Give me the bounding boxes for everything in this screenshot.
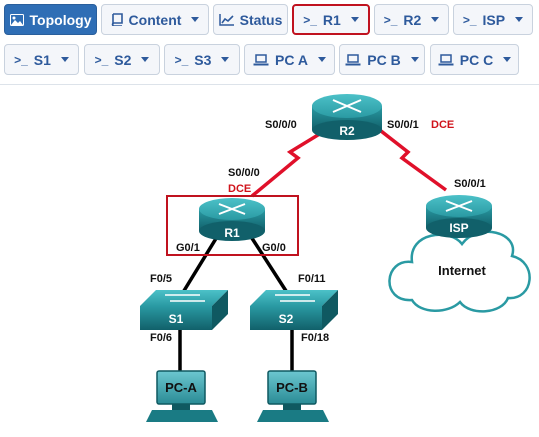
s1-device-label: S1 <box>168 312 184 326</box>
content-dropdown[interactable]: Content <box>101 4 209 35</box>
tab-topology[interactable]: Topology <box>4 4 97 35</box>
chevron-down-icon <box>221 57 230 62</box>
internet-cloud <box>388 230 531 313</box>
r2-dropdown[interactable]: >_ R2 <box>374 4 449 35</box>
switch-s2 <box>250 290 338 330</box>
content-label: Content <box>128 11 182 28</box>
r1-dropdown[interactable]: >_ R1 <box>292 4 370 35</box>
r2-s000-label: S0/0/0 <box>265 119 297 131</box>
book-icon <box>111 13 123 26</box>
status-button[interactable]: Status <box>213 4 288 35</box>
r1-s000-label: S0/0/0 <box>228 167 260 179</box>
serial-link-r2-isp <box>370 122 448 192</box>
pcc-dropdown[interactable]: PC C <box>430 44 519 75</box>
s3-dropdown[interactable]: >_ S3 <box>164 44 240 75</box>
terminal-icon: >_ <box>94 52 109 67</box>
r1-device-label: R1 <box>224 226 240 240</box>
pca-device-label: PC-A <box>165 380 197 395</box>
router-isp <box>426 195 492 238</box>
tab-topology-label: Topology <box>29 11 92 28</box>
laptop-icon <box>345 53 361 66</box>
router-r1 <box>199 198 265 241</box>
pcb-label: PC B <box>367 51 401 68</box>
terminal-icon: >_ <box>383 12 398 27</box>
r1-label: R1 <box>322 11 341 28</box>
r2-label: R2 <box>403 11 422 28</box>
r2-s001-label: S0/0/1 <box>387 119 419 131</box>
s2-device-label: S2 <box>278 312 294 326</box>
isp-s001-label: S0/0/1 <box>454 178 486 190</box>
topology-diagram <box>140 94 531 422</box>
image-icon <box>9 13 24 26</box>
chevron-down-icon <box>141 57 150 62</box>
s1-f05-label: F0/5 <box>150 273 173 285</box>
s1-f06-label: F0/6 <box>150 332 173 344</box>
r1-g00-label: G0/0 <box>262 242 286 254</box>
panel-divider <box>0 84 539 85</box>
pcc-label: PC C <box>459 51 494 68</box>
chevron-down-icon <box>60 57 69 62</box>
r2-dce-label: DCE <box>431 119 455 131</box>
s1-dropdown[interactable]: >_ S1 <box>4 44 79 75</box>
s2-f011-label: F0/11 <box>298 273 326 285</box>
link-r1-s1 <box>180 231 222 295</box>
r1-dce-label: DCE <box>228 183 252 195</box>
serial-link-r1-r2 <box>250 122 337 198</box>
r2-device-label: R2 <box>339 124 355 138</box>
chevron-down-icon <box>503 57 512 62</box>
isp-dropdown[interactable]: >_ ISP <box>453 4 533 35</box>
terminal-icon: >_ <box>174 52 189 67</box>
pca-label: PC A <box>275 51 308 68</box>
pc-a <box>146 370 218 422</box>
isp-label: ISP <box>482 11 506 28</box>
laptop-icon <box>438 53 454 66</box>
pcb-device-label: PC-B <box>276 380 308 395</box>
chevron-down-icon <box>410 57 419 62</box>
s2-f018-label: F0/18 <box>301 332 330 344</box>
internet-label: Internet <box>438 263 486 278</box>
chevron-down-icon <box>317 57 326 62</box>
terminal-icon: >_ <box>303 12 317 27</box>
s2-label: S2 <box>114 51 132 68</box>
s3-label: S3 <box>194 51 212 68</box>
chevron-down-icon <box>350 17 359 22</box>
laptop-icon <box>253 53 269 66</box>
switch-s1 <box>140 290 228 330</box>
isp-device-label: ISP <box>449 221 469 235</box>
s2-dropdown[interactable]: >_ S2 <box>84 44 160 75</box>
r1-highlight-box <box>166 195 299 256</box>
chart-icon <box>218 13 234 26</box>
s1-label: S1 <box>33 51 51 68</box>
status-label: Status <box>239 11 283 28</box>
pca-dropdown[interactable]: PC A <box>244 44 335 75</box>
chevron-down-icon <box>191 17 200 22</box>
chevron-down-icon <box>515 17 524 22</box>
router-r2 <box>312 94 382 140</box>
chevron-down-icon <box>431 17 440 22</box>
terminal-icon: >_ <box>462 12 477 27</box>
pcb-dropdown[interactable]: PC B <box>339 44 425 75</box>
r1-g01-label: G0/1 <box>176 242 200 254</box>
pc-b <box>257 370 329 422</box>
terminal-icon: >_ <box>14 52 28 67</box>
